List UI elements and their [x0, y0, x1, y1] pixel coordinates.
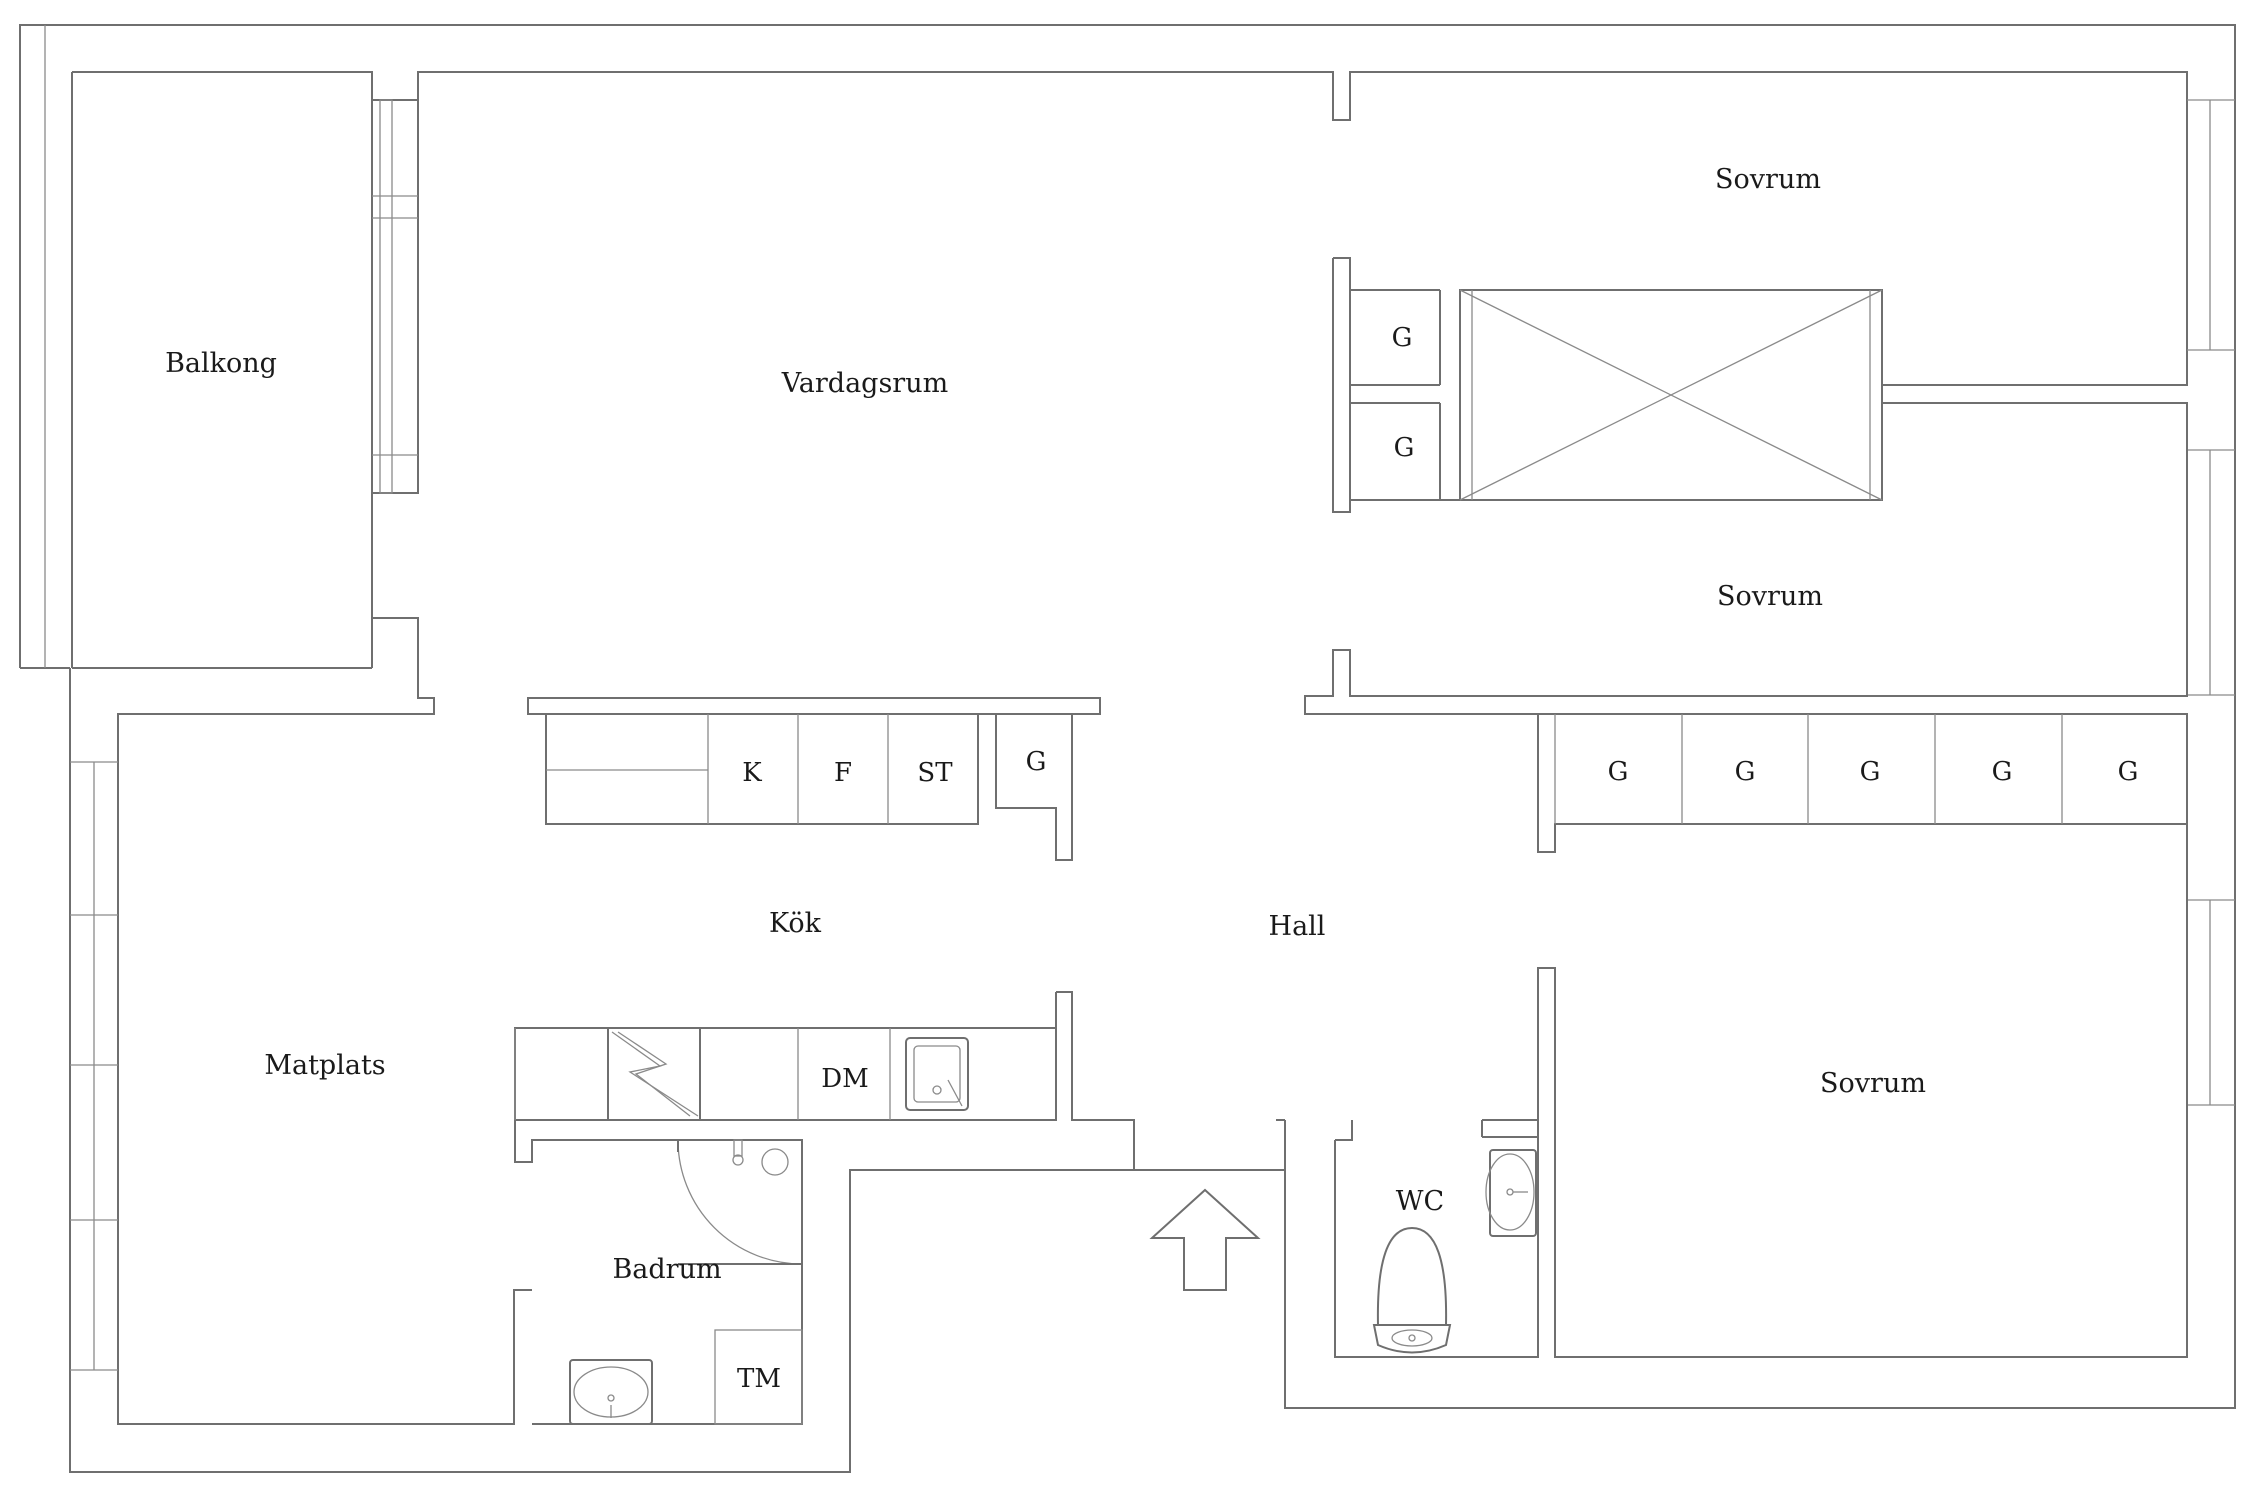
wc-sink-icon: [1485, 1149, 1537, 1237]
fixture-label-fridge: K: [742, 758, 762, 788]
fixture-label-dishwasher: DM: [821, 1064, 868, 1094]
fixture-label-wardrobe-2: G: [1735, 757, 1756, 787]
room-label-hall: Hall: [1269, 911, 1326, 942]
wc-room: [1276, 1119, 1538, 1357]
fixture-label-wardrobe-1: G: [1608, 757, 1629, 787]
fixture-label-washing-machine: TM: [737, 1364, 781, 1394]
room-label-balkong: Balkong: [165, 348, 277, 379]
wardrobe-row: [1537, 714, 2187, 853]
stove-icon: [611, 1031, 699, 1117]
fixture-label-wardrobe-3: G: [1860, 757, 1881, 787]
entrance-arrow-icon: [1149, 1188, 1261, 1291]
kitchen-sink-icon: [905, 1037, 969, 1111]
balcony: [71, 72, 532, 1425]
toilet-icon: [1372, 1226, 1452, 1354]
fixture-label-wardrobe-5: G: [2118, 757, 2139, 787]
bathroom: [677, 1139, 803, 1425]
fixture-label-freezer: F: [834, 758, 852, 788]
room-label-wc: WC: [1396, 1186, 1444, 1217]
room-label-sovrum-1: Sovrum: [1715, 164, 1821, 195]
room-label-sovrum-3: Sovrum: [1820, 1068, 1926, 1099]
fixture-label-cupboard: ST: [917, 758, 953, 788]
fixture-label-wardrobe-top: G: [1392, 323, 1413, 353]
room-label-sovrum-2: Sovrum: [1717, 581, 1823, 612]
fixture-label-wardrobe-4: G: [1992, 757, 2013, 787]
shaft-cross-icon: [1459, 289, 1883, 501]
fixture-label-kitchen-g: G: [1026, 747, 1047, 777]
bathroom-sink-icon: [569, 1359, 653, 1425]
bedroom-windows: [2187, 99, 2235, 1106]
room-label-matplats: Matplats: [264, 1050, 385, 1081]
room-label-kok: Kök: [769, 908, 822, 939]
kitchen-upper-counter: [527, 697, 1101, 861]
room-label-vardagsrum: Vardagsrum: [781, 368, 948, 399]
outer-walls: [19, 24, 2236, 1473]
matplats-windows: [70, 761, 118, 1371]
bedroom-walls: [1304, 257, 2188, 1358]
room-label-badrum: Badrum: [612, 1254, 721, 1285]
fixture-label-wardrobe-bottom: G: [1394, 433, 1415, 463]
